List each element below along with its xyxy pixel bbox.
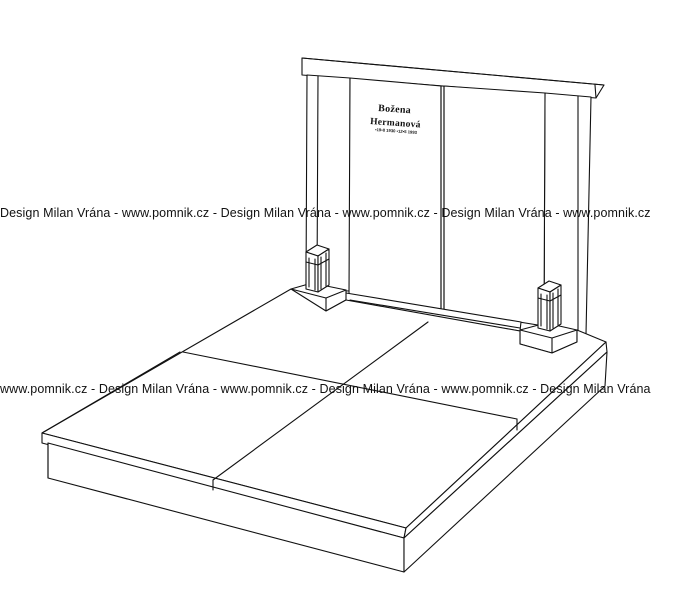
watermark-row-bottom: www.pomnik.cz - Design Milan Vrána - www…	[0, 382, 651, 396]
lantern-left	[305, 244, 330, 293]
grave-frame	[41, 288, 608, 573]
watermark-row-top: Design Milan Vrána - www.pomnik.cz - Des…	[0, 206, 651, 220]
headstone-body	[305, 74, 592, 335]
inscription-dates: •19•8 1930 •12•5 1993	[375, 127, 418, 135]
inscription-last-name: Hermanová	[370, 117, 421, 131]
inscription: Božena Hermanová •19•8 1930 •12•5 1993	[370, 103, 421, 135]
inscription-first-name: Božena	[378, 103, 412, 116]
headstone-cap	[301, 57, 605, 99]
lantern-right	[537, 280, 562, 332]
